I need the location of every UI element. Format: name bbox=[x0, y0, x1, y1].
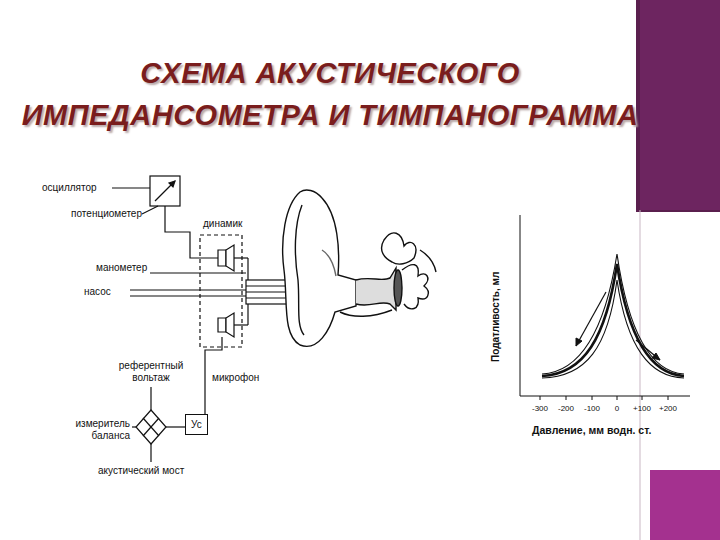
amplifier-box: Ус bbox=[185, 414, 208, 435]
part-label: динамик bbox=[203, 218, 242, 230]
ear-drawing bbox=[283, 190, 436, 346]
tympanogram-chart bbox=[520, 215, 690, 400]
tick-label: -100 bbox=[584, 404, 600, 413]
tick-label: +100 bbox=[633, 404, 651, 413]
part-label: микрофон bbox=[212, 372, 259, 384]
part-label: манометер bbox=[96, 262, 147, 274]
slide-title: СХЕМА АКУСТИЧЕСКОГО ИМПЕДАНСОМЕТРА И ТИМ… bbox=[20, 52, 640, 136]
part-label: осциллятор bbox=[42, 182, 112, 194]
decor-line bbox=[640, 210, 641, 540]
decor-band bbox=[636, 0, 720, 212]
part-label: измеритель баланса bbox=[52, 418, 130, 441]
part-label: потенциометер bbox=[60, 208, 142, 220]
tick-label: -300 bbox=[532, 404, 548, 413]
axis-title: Давление, мм водн. ст. bbox=[532, 424, 651, 436]
box-text: Ус bbox=[186, 415, 207, 434]
tick-label: -200 bbox=[558, 404, 574, 413]
part-label: акустический мост bbox=[98, 465, 184, 477]
tick-label: 0 bbox=[615, 404, 619, 413]
circuit bbox=[112, 176, 356, 462]
decor-band bbox=[640, 0, 720, 210]
axis-title: Податливость, мл bbox=[490, 272, 502, 362]
decor-band bbox=[650, 470, 720, 540]
part-label: референтный вольтаж bbox=[112, 360, 190, 383]
part-label: насос bbox=[84, 286, 111, 298]
tick-label: +200 bbox=[659, 404, 677, 413]
